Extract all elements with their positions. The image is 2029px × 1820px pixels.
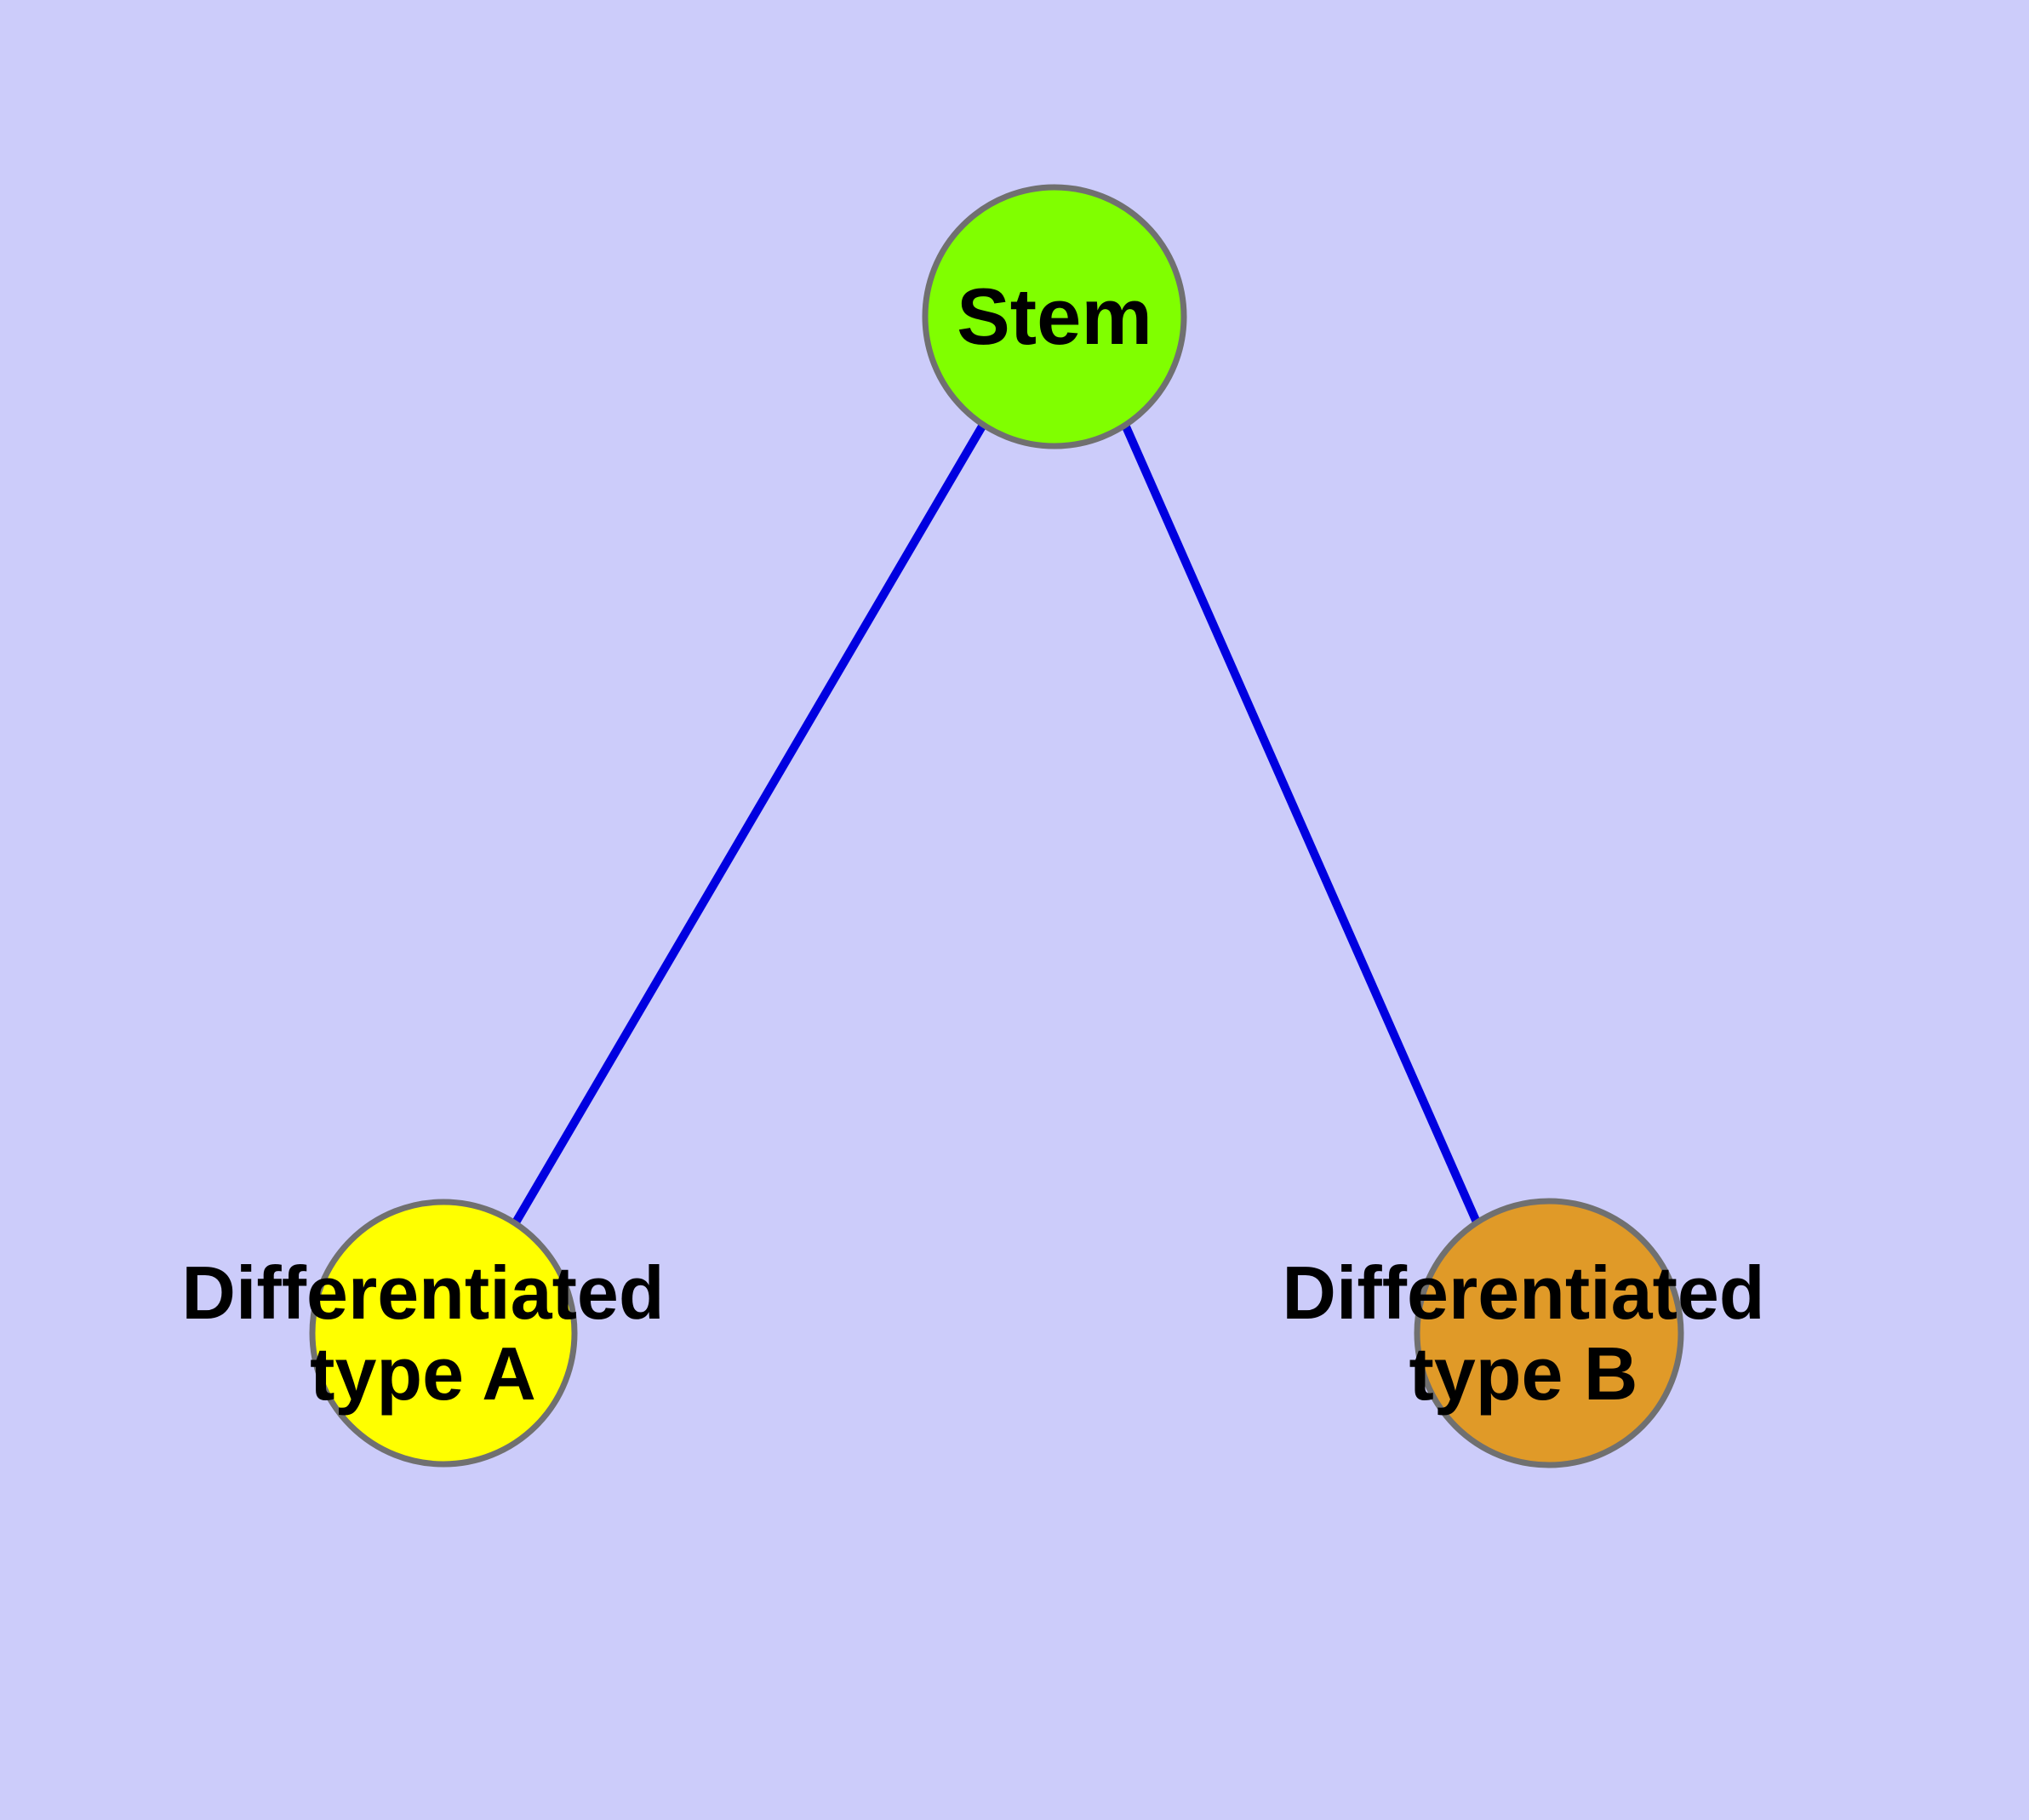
edge-stem-to-diff_a bbox=[512, 422, 987, 1225]
edge-stem-to-diff_b bbox=[1121, 422, 1482, 1227]
node-circle-stem[interactable] bbox=[922, 184, 1187, 449]
edges-group bbox=[512, 422, 1482, 1227]
nodes-group bbox=[309, 184, 1684, 1468]
node-circle-diff-b[interactable] bbox=[1414, 1198, 1684, 1468]
node-circle-diff-a[interactable] bbox=[309, 1199, 578, 1468]
